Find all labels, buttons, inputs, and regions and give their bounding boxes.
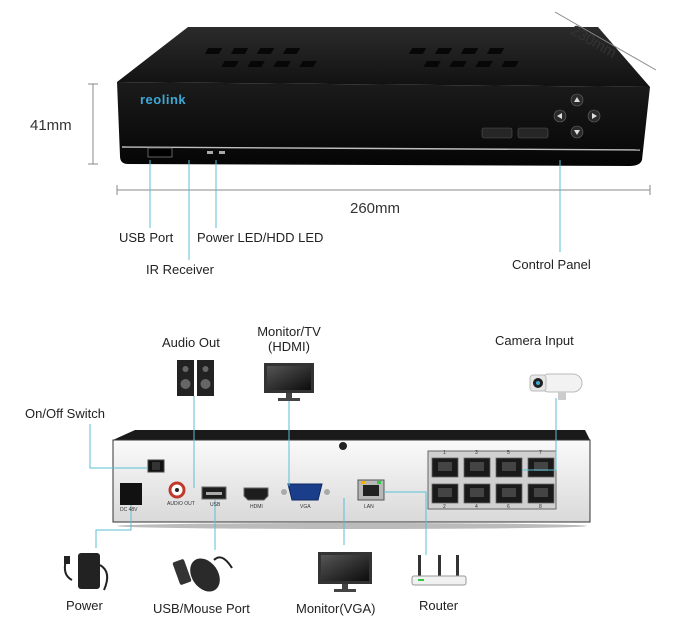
router-icon bbox=[411, 555, 467, 586]
port-number: 3 bbox=[475, 450, 478, 456]
port-number: 8 bbox=[539, 504, 542, 510]
dimension-lines bbox=[88, 11, 657, 195]
port-number: 4 bbox=[475, 504, 478, 510]
arrow-icons bbox=[557, 97, 597, 135]
power-hdd-led-label: Power LED/HDD LED bbox=[197, 230, 324, 245]
front-leader-lines bbox=[149, 160, 561, 260]
usb-mouse-port-label: USB/Mouse Port bbox=[153, 601, 250, 616]
menu-button bbox=[481, 127, 513, 139]
monitor-tv-label: Monitor/TV (HDMI) bbox=[244, 324, 334, 354]
speaker-icon bbox=[177, 360, 214, 396]
nvr-rear-unit bbox=[112, 430, 591, 529]
top-vents bbox=[204, 48, 519, 67]
width-dimension: 260mm bbox=[350, 200, 401, 217]
height-dimension: 41mm bbox=[30, 117, 72, 134]
control-panel-label: Control Panel bbox=[512, 257, 591, 272]
port-number: 1 bbox=[443, 450, 446, 456]
on-off-switch-label: On/Off Switch bbox=[25, 406, 105, 421]
brand-logo: reolink bbox=[140, 92, 187, 107]
monitor-hdmi-icon bbox=[264, 363, 314, 401]
power-label: Power bbox=[66, 598, 103, 613]
port-number: 7 bbox=[539, 450, 542, 456]
usb-port bbox=[147, 147, 173, 158]
port-number: 5 bbox=[507, 450, 510, 456]
monitor-tv-line2: (HDMI) bbox=[268, 339, 310, 354]
usb-mark: USB bbox=[210, 502, 221, 508]
power-led bbox=[207, 151, 213, 154]
power-adapter-icon bbox=[63, 553, 109, 591]
poe-ports bbox=[431, 457, 555, 504]
monitor-tv-line1: Monitor/TV bbox=[257, 324, 321, 339]
port-number: 2 bbox=[443, 504, 446, 510]
camera-icon bbox=[529, 373, 583, 400]
router-label: Router bbox=[419, 598, 459, 613]
hdmi-mark: HDMI bbox=[250, 504, 263, 510]
ir-receiver-label: IR Receiver bbox=[146, 262, 214, 277]
port-number: 6 bbox=[507, 504, 510, 510]
monitor-vga-icon bbox=[318, 552, 372, 592]
camera-input-label: Camera Input bbox=[495, 333, 574, 348]
hdmi-port bbox=[243, 487, 269, 501]
rear-leader-lines bbox=[89, 396, 557, 555]
dc-mark: DC 48V bbox=[120, 507, 138, 513]
nvr-front-unit bbox=[117, 27, 650, 166]
monitor-vga-label: Monitor(VGA) bbox=[296, 601, 376, 616]
hdd-led bbox=[219, 151, 225, 154]
usb-port-label: USB Port bbox=[119, 230, 174, 245]
lan-mark: LAN bbox=[364, 504, 374, 510]
dc-power-jack bbox=[120, 483, 142, 505]
vga-port bbox=[287, 483, 323, 501]
select-button bbox=[517, 127, 549, 139]
usb-mouse-icon bbox=[172, 556, 233, 592]
vga-mark: VGA bbox=[300, 504, 311, 510]
audio-out-label: Audio Out bbox=[162, 335, 220, 350]
audio-mark: AUDIO OUT bbox=[167, 501, 195, 507]
